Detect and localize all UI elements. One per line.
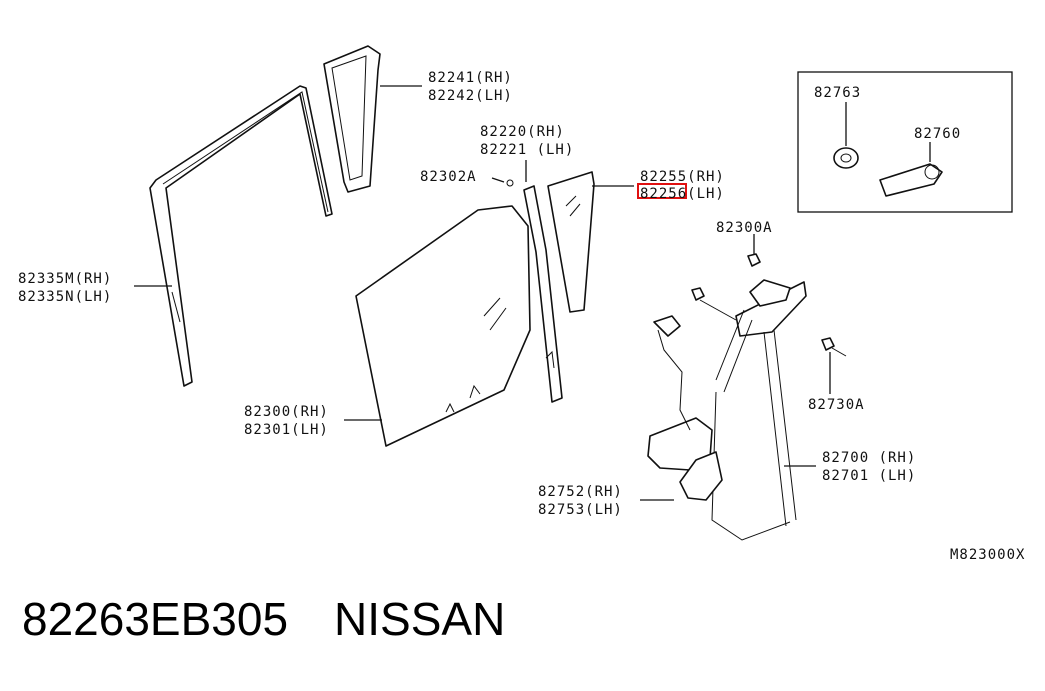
label-82302A: 82302A — [420, 169, 477, 185]
label-82241: 82241(RH) — [428, 70, 513, 86]
window-regulator — [699, 279, 807, 541]
center-sash — [523, 185, 563, 403]
label-82700: 82700 (RH) — [822, 450, 916, 466]
clip-82302A — [506, 179, 514, 187]
label-82752: 82752(RH) — [538, 484, 623, 500]
label-82753: 82753(LH) — [538, 502, 623, 518]
glass-run-channel — [149, 85, 333, 387]
label-82220: 82220(RH) — [480, 124, 565, 140]
label-82300: 82300(RH) — [244, 404, 329, 420]
label-82242: 82242(LH) — [428, 88, 513, 104]
handle-inset-box — [797, 71, 1013, 213]
label-82763: 82763 — [814, 85, 861, 101]
label-82335M: 82335M(RH) — [18, 271, 112, 287]
label-82301: 82301(LH) — [244, 422, 329, 438]
part-number: 82263EB305 — [22, 593, 289, 645]
diagram-code: M823000X — [950, 547, 1025, 563]
door-glass — [355, 205, 531, 447]
label-82730A: 82730A — [808, 397, 865, 413]
label-82335N: 82335N(LH) — [18, 289, 112, 305]
window-crank-handle — [879, 163, 943, 197]
label-82256: 82256(LH) — [640, 186, 725, 202]
label-82255: 82255(RH) — [640, 169, 725, 185]
bolt-82300A — [691, 253, 761, 301]
highlight-box — [637, 183, 687, 199]
brand-name: NISSAN — [334, 593, 506, 645]
footer-caption: 82263EB305 NISSAN — [22, 592, 551, 646]
label-82760: 82760 — [914, 126, 961, 142]
label-82300A: 82300A — [716, 220, 773, 236]
regulator-motor — [647, 315, 723, 501]
quarter-glass — [547, 171, 595, 313]
label-82701: 82701 (LH) — [822, 468, 916, 484]
partition-sash — [323, 45, 381, 193]
leader-lines — [134, 85, 931, 501]
bolt-82730A — [821, 337, 847, 357]
label-82221: 82221 (LH) — [480, 142, 574, 158]
handle-escutcheon — [833, 147, 859, 169]
